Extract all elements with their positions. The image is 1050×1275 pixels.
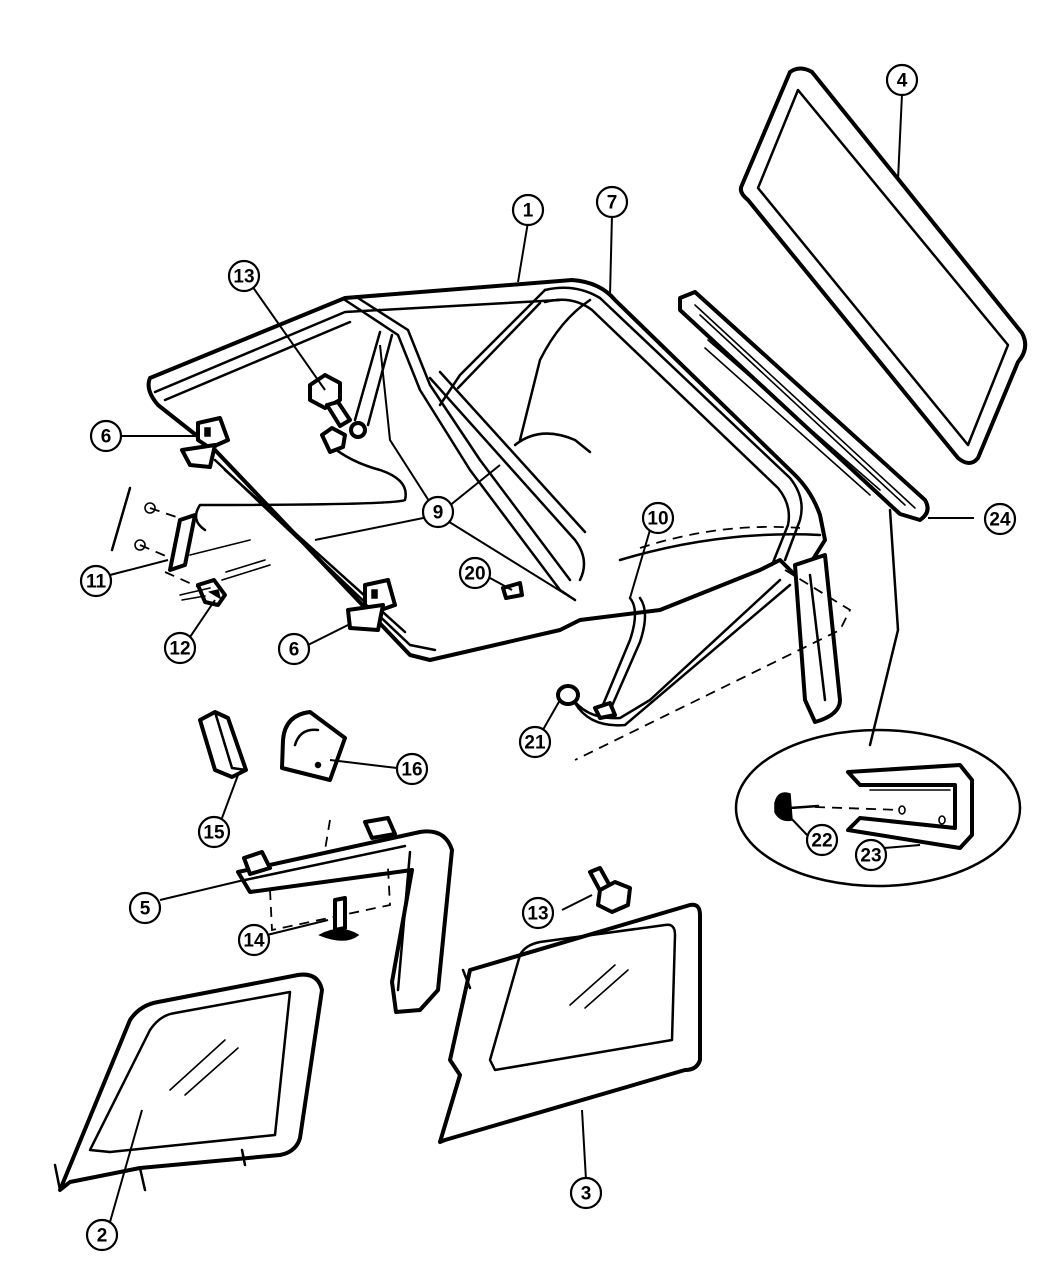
callout-11: 11 (79, 564, 113, 598)
callout-label: 24 (989, 510, 1011, 531)
callout-label: 3 (581, 1184, 592, 1205)
callout-2: 2 (85, 1218, 119, 1252)
callout-13-upper: 13 (227, 259, 261, 293)
side-window-left (53, 972, 324, 1192)
callout-10: 10 (641, 501, 675, 535)
tube-frame (343, 286, 803, 602)
callout-label: 5 (140, 899, 151, 920)
callout-label: 10 (647, 509, 668, 530)
callout-12: 12 (163, 631, 197, 665)
callout-21: 21 (518, 725, 552, 759)
callout-label: 6 (101, 427, 112, 448)
hinge-front-lower (346, 578, 397, 632)
callout-label: 7 (607, 193, 618, 214)
callout-label: 22 (811, 831, 832, 852)
bolt-lower (588, 866, 632, 914)
callout-22: 22 (805, 823, 839, 857)
callout-label: 14 (243, 931, 265, 952)
callout-label: 16 (401, 760, 422, 781)
callout-label: 20 (464, 564, 485, 585)
callout-label: 11 (86, 572, 107, 593)
inset-detail (734, 508, 1022, 888)
callout-label: 23 (860, 846, 881, 867)
hinge-front-upper (180, 416, 230, 469)
callout-label: 13 (527, 904, 548, 925)
callout-7: 7 (595, 185, 629, 219)
part-20-clip (501, 581, 524, 600)
callout-label: 9 (433, 503, 444, 524)
callout-label: 6 (289, 640, 300, 661)
callout-15: 15 (197, 815, 231, 849)
bracket-assembly (110, 486, 271, 607)
callout-16: 16 (395, 752, 429, 786)
cover-cap (280, 710, 347, 782)
leader-lines (109, 93, 974, 1223)
callout-4: 4 (885, 63, 919, 97)
bolt-upper (308, 373, 367, 454)
callout-24: 24 (983, 502, 1017, 536)
callout-14: 14 (237, 923, 271, 957)
callout-label: 12 (169, 639, 190, 660)
callout-13-lower: 13 (521, 896, 555, 930)
rear-window (738, 66, 1028, 465)
callout-label: 15 (203, 823, 225, 844)
header-rail (236, 816, 454, 1014)
seal-strip (678, 290, 930, 522)
callout-label: 1 (523, 201, 534, 222)
callout-9: 9 (421, 495, 455, 529)
callout-label: 13 (233, 267, 254, 288)
callout-6-upper: 6 (89, 419, 123, 453)
filler-block (198, 710, 248, 779)
callout-23: 23 (854, 838, 888, 872)
wire-harness (194, 443, 852, 761)
side-window-right (438, 902, 702, 1144)
callout-3: 3 (569, 1176, 603, 1210)
callout-20: 20 (458, 556, 492, 590)
callout-6-lower: 6 (277, 632, 311, 666)
callout-label: 2 (97, 1226, 108, 1247)
callout-1: 1 (511, 193, 545, 227)
callout-5: 5 (128, 891, 162, 925)
fastener-stud (318, 896, 360, 941)
callout-label: 21 (524, 733, 546, 754)
callout-label: 4 (897, 71, 908, 92)
